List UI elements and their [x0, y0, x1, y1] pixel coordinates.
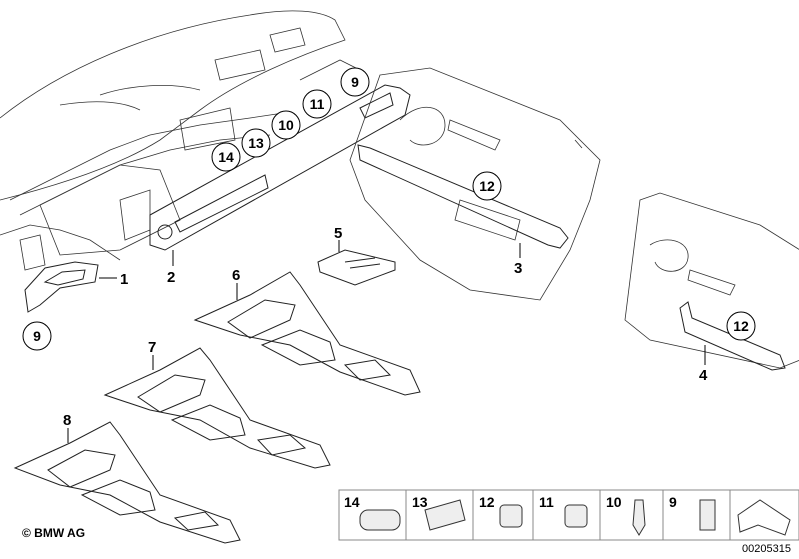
part-7-console-trim[interactable] [103, 347, 331, 469]
part-11-clip-icon [564, 504, 588, 528]
callout-9-left-circle [22, 321, 52, 351]
diagram-id: 00205315 [742, 543, 791, 555]
legend-10: 10 [606, 494, 622, 510]
part-5-cover[interactable] [317, 249, 396, 286]
part-2-trim-strip[interactable] [149, 84, 411, 251]
part-number-5: 5 [334, 225, 342, 242]
part-number-4: 4 [699, 367, 708, 384]
part-number-1: 1 [120, 271, 128, 288]
part-1-trim[interactable] [24, 261, 99, 313]
callout-9-top: 9 [351, 74, 359, 90]
part-number-7: 7 [148, 339, 156, 356]
part-12-clip-icon [499, 504, 523, 528]
leader-lines [67, 240, 706, 443]
fastener-legend-strip: 14 13 12 11 10 9 [338, 489, 799, 541]
part-13-clip-icon [424, 499, 466, 531]
callout-13: 13 [248, 135, 264, 151]
legend-13: 13 [412, 494, 428, 510]
part-14-plug-icon [359, 509, 401, 531]
circled-callout-text: 9 9 14 13 10 11 12 12 [33, 74, 749, 344]
legend-11: 11 [539, 494, 554, 510]
callout-9-left: 9 [33, 328, 41, 344]
part-number-3: 3 [514, 260, 522, 277]
part-9-clip-icon [699, 499, 716, 531]
callout-11: 11 [310, 96, 325, 112]
callout-9-top-circle [340, 67, 370, 97]
part-3-door-strip[interactable] [357, 144, 569, 249]
callout-10: 10 [278, 117, 294, 133]
callout-12-rear-circle [726, 311, 756, 341]
part-number-2: 2 [167, 269, 175, 286]
part-4-door-strip[interactable] [679, 301, 786, 371]
part-10-pin-icon [632, 499, 646, 536]
callout-12-front-circle [472, 171, 502, 201]
callout-12-rear: 12 [733, 318, 749, 334]
callout-12-front: 12 [479, 178, 495, 194]
legend-9: 9 [669, 494, 677, 510]
circled-callouts [22, 67, 756, 351]
part-number-6: 6 [232, 267, 240, 284]
part-8-console-trim[interactable] [13, 421, 241, 544]
rear-door-drawing [624, 192, 799, 369]
legend-14: 14 [344, 494, 360, 510]
callout-14-circle [211, 142, 241, 172]
callout-14: 14 [218, 149, 234, 165]
callout-11-circle [302, 89, 332, 119]
legend-12: 12 [479, 494, 495, 510]
direction-arrow-icon [737, 499, 791, 536]
copyright: © BMW AG [22, 526, 86, 540]
dashboard-drawing [0, 10, 361, 271]
part-6-console-trim[interactable] [193, 271, 421, 396]
part-number-labels: 1 2 3 4 5 6 7 8 [63, 225, 708, 429]
callout-13-circle [241, 128, 271, 158]
callout-10-circle [271, 110, 301, 140]
part-number-8: 8 [63, 412, 71, 429]
